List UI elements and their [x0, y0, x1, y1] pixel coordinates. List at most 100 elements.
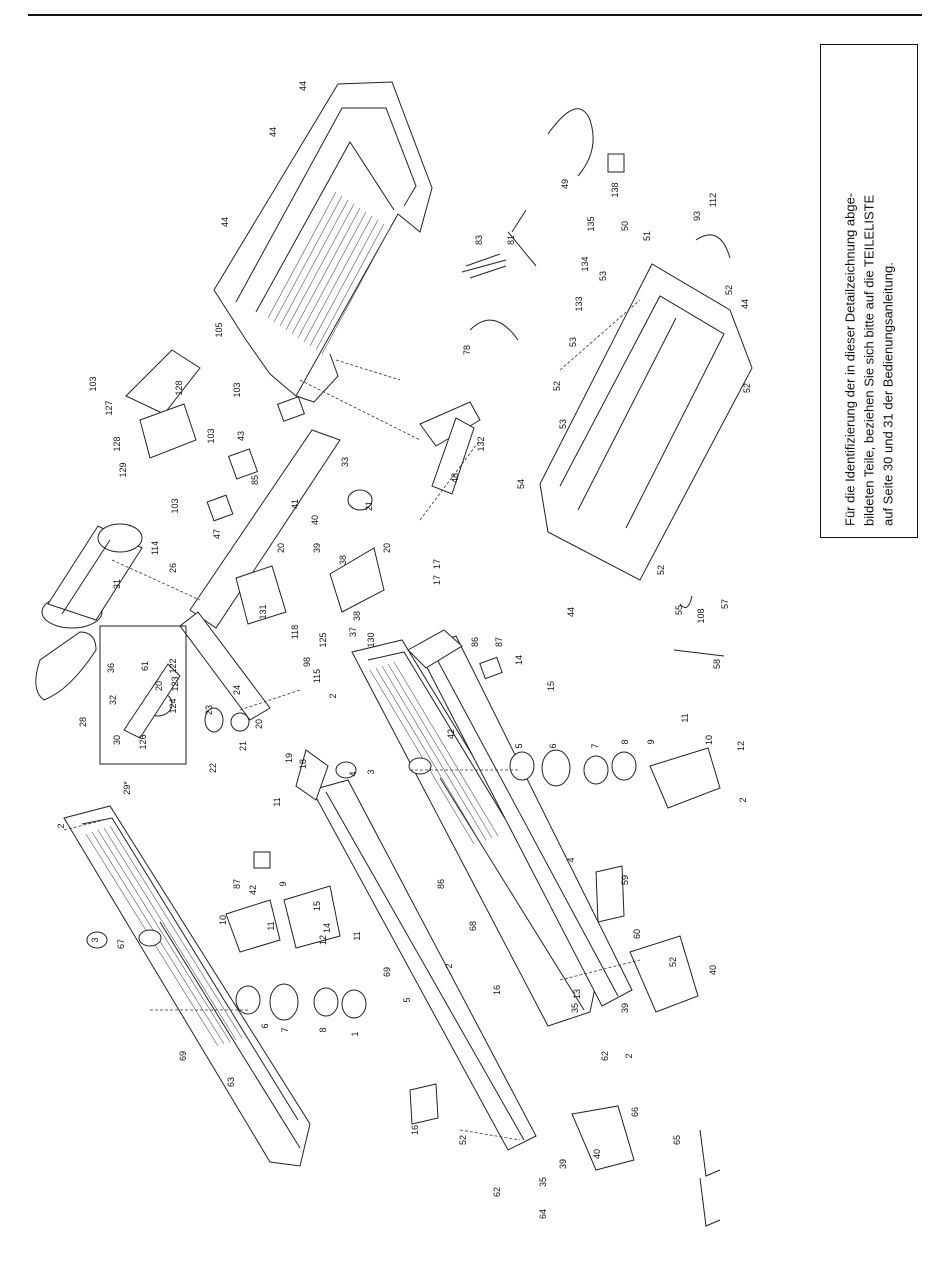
callout-88: 10: [704, 735, 714, 745]
callout-63: 38: [352, 611, 362, 621]
callout-78: 87: [494, 637, 504, 647]
callout-60: 17: [432, 575, 442, 585]
callout-22: 127: [104, 400, 114, 415]
callout-77: 86: [470, 637, 480, 647]
note-line-3: auf Seite 30 und 31 der Bedienungsanleit…: [880, 262, 896, 526]
callout-11: 50: [620, 221, 630, 231]
callout-75: 21: [238, 741, 248, 751]
rear-foot-right: [629, 935, 699, 1013]
callout-54: 32: [108, 695, 118, 705]
callout-61: 131: [258, 604, 268, 619]
callout-47: 20: [382, 543, 392, 553]
callout-89: 12: [736, 741, 746, 751]
callout-104: 9: [278, 881, 288, 886]
callout-95: 8: [620, 739, 630, 744]
callout-65: 125: [318, 632, 328, 647]
callout-15: 133: [574, 296, 584, 311]
callout-87: 11: [680, 713, 690, 722]
drive-belt: [35, 631, 97, 701]
callout-123: 8: [318, 1027, 328, 1032]
callout-106: 11: [266, 921, 276, 930]
callout-129: 40: [708, 965, 718, 975]
callout-32: 132: [476, 436, 486, 451]
callout-128: 52: [668, 957, 678, 967]
leader-lines: [63, 299, 641, 1141]
callout-30: 33: [340, 457, 350, 467]
callout-28: 103: [232, 382, 242, 397]
left-rail: [63, 805, 311, 1167]
callout-57: 126: [138, 734, 148, 749]
callout-93: 6: [548, 743, 558, 748]
callout-76: 20: [254, 719, 264, 729]
callout-18: 52: [742, 383, 752, 393]
callout-124: 1: [350, 1031, 360, 1036]
motor-base: [539, 263, 753, 581]
callout-24: 128: [174, 380, 184, 395]
callout-0: 44: [298, 81, 308, 91]
callout-119: 13: [572, 989, 582, 999]
callout-107: 15: [312, 901, 322, 911]
callout-46: 38: [338, 555, 348, 565]
callout-83: 22: [208, 763, 218, 773]
callout-6: 135: [586, 216, 596, 231]
callout-120: 5: [402, 997, 412, 1002]
callout-130: 39: [620, 1003, 630, 1013]
front-roller-parts: [235, 749, 637, 1021]
callout-13: 134: [580, 256, 590, 271]
callout-94: 7: [590, 743, 600, 748]
callout-17: 44: [740, 299, 750, 309]
callout-56: 30: [112, 735, 122, 745]
callout-50: 61: [140, 661, 150, 671]
callout-126: 35: [570, 1003, 580, 1013]
callout-38: 47: [212, 529, 222, 539]
callout-16: 52: [724, 285, 734, 295]
callout-96: 9: [646, 739, 656, 744]
rear-foot-left: [571, 1105, 635, 1171]
callout-71: 57: [720, 599, 730, 609]
callout-21: 103: [88, 376, 98, 391]
callout-139: 35: [538, 1177, 548, 1187]
callout-133: 69: [178, 1051, 188, 1061]
callout-86: 42: [446, 729, 456, 739]
callout-80: 15: [546, 681, 556, 691]
callout-53: 123: [170, 676, 180, 691]
callout-132: 2: [624, 1053, 634, 1058]
callout-73: 24: [232, 685, 242, 695]
callout-85: 18: [298, 759, 308, 769]
callout-10: 83: [474, 235, 484, 245]
callout-82: 2: [328, 693, 338, 698]
callout-84: 19: [284, 753, 294, 763]
note-line-2: bildeten Teile, beziehen Sie sich bitte …: [861, 194, 877, 526]
callout-40: 40: [310, 515, 320, 525]
callout-134: 16: [410, 1125, 420, 1135]
callout-131: 62: [600, 1051, 610, 1061]
top-rule: [28, 14, 922, 16]
callout-14: 53: [598, 271, 608, 281]
callout-5: 138: [610, 182, 620, 197]
note-text: Für die Identifizierung der in dieser De…: [841, 56, 898, 526]
callout-81: 115: [312, 669, 322, 683]
callout-36: 53: [558, 419, 568, 429]
parts-list-note: Für die Identifizierung der in dieser De…: [820, 44, 918, 538]
callout-115: 67: [116, 939, 126, 949]
callout-33: 48: [450, 473, 460, 483]
drive-motor: [41, 523, 143, 629]
callout-59: 29*: [122, 781, 132, 795]
callout-70: 108: [696, 608, 706, 623]
callout-69: 55: [674, 605, 684, 615]
callout-125: 63: [226, 1077, 236, 1087]
callout-103: 42: [248, 885, 258, 895]
callout-66: 130: [366, 632, 376, 647]
callout-113: 4: [566, 857, 576, 862]
callout-105: 10: [218, 915, 228, 925]
callout-98: 11: [272, 797, 282, 806]
callout-100: 2: [56, 823, 66, 828]
callout-49: 36: [106, 663, 116, 673]
callout-12: 51: [642, 231, 652, 241]
note-line-1: Für die Identifizierung der in dieser De…: [842, 192, 858, 526]
callout-118: 16: [492, 985, 502, 995]
callout-140: 62: [492, 1187, 502, 1197]
callout-25: 129: [118, 462, 128, 477]
callout-41: 21: [364, 501, 374, 511]
